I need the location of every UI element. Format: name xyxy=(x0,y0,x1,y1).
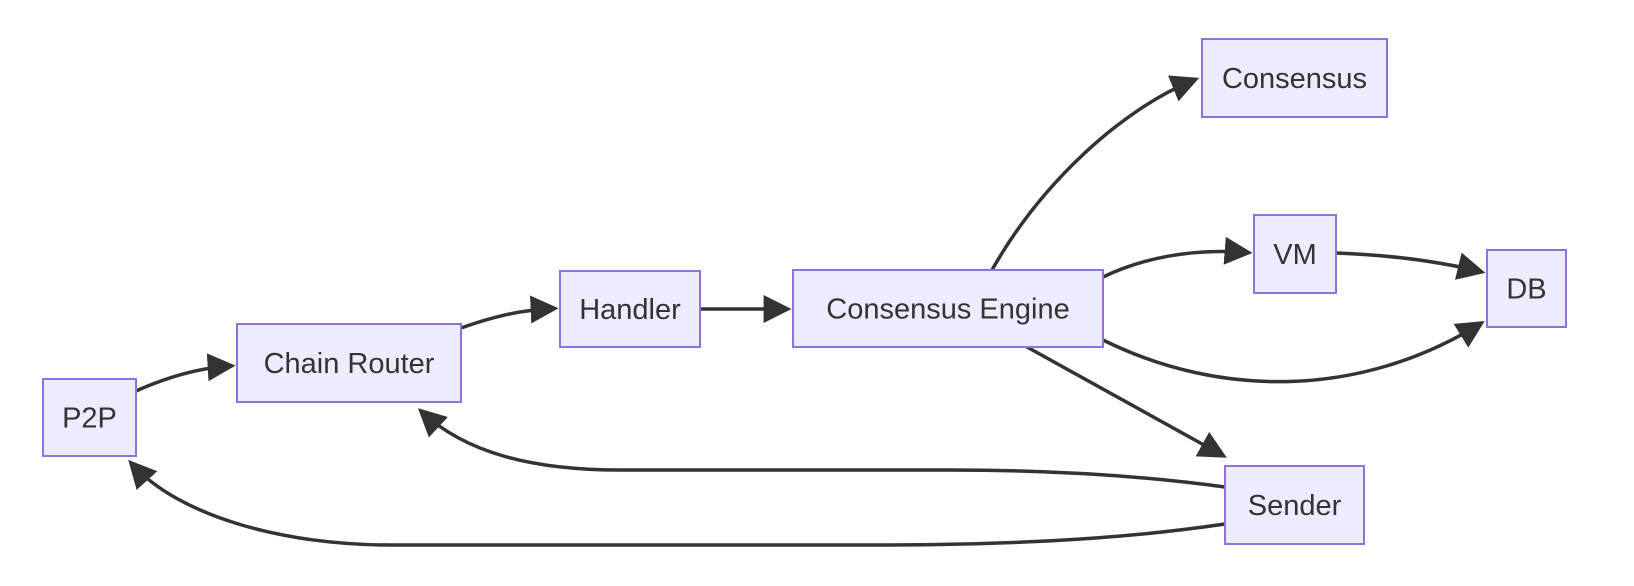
node-consensus-engine-label: Consensus Engine xyxy=(826,294,1069,326)
edge-p2p-chain-router xyxy=(134,353,236,393)
edges-layer xyxy=(128,75,1486,547)
node-consensus: Consensus xyxy=(1201,38,1388,118)
edge-vm-db xyxy=(1334,251,1486,280)
edge-consensus-engine-vm xyxy=(1101,236,1253,279)
node-p2p: P2P xyxy=(42,378,137,457)
node-chain-router-label: Chain Router xyxy=(264,348,435,380)
node-db: DB xyxy=(1486,249,1567,328)
node-p2p-box xyxy=(42,378,137,457)
node-sender: Sender xyxy=(1224,465,1365,545)
node-handler-box xyxy=(559,270,701,348)
edge-consensus-engine-db xyxy=(1101,321,1485,384)
node-db-box xyxy=(1486,249,1567,328)
node-vm: VM xyxy=(1253,214,1337,294)
nodes-layer: P2P Chain Router Handler Consensus Engin… xyxy=(42,38,1567,545)
node-vm-box xyxy=(1253,214,1337,294)
edge-sender-p2p xyxy=(128,459,1227,547)
node-sender-label: Sender xyxy=(1248,490,1342,522)
node-vm-label: VM xyxy=(1273,239,1317,271)
edge-consensus-engine-consensus xyxy=(990,75,1200,272)
edge-consensus-engine-sender xyxy=(1025,345,1227,458)
node-consensus-engine: Consensus Engine xyxy=(792,269,1104,348)
node-handler: Handler xyxy=(559,270,701,348)
node-consensus-box xyxy=(1201,38,1388,118)
node-chain-router: Chain Router xyxy=(236,323,462,403)
node-db-label: DB xyxy=(1506,274,1546,306)
node-handler-label: Handler xyxy=(579,294,681,326)
edge-chain-router-handler xyxy=(459,295,559,330)
node-chain-router-box xyxy=(236,323,462,403)
node-p2p-label: P2P xyxy=(62,403,117,435)
node-consensus-engine-box xyxy=(792,269,1104,348)
node-consensus-label: Consensus xyxy=(1222,63,1367,95)
node-sender-box xyxy=(1224,465,1365,545)
edge-sender-chain-router xyxy=(417,408,1227,489)
